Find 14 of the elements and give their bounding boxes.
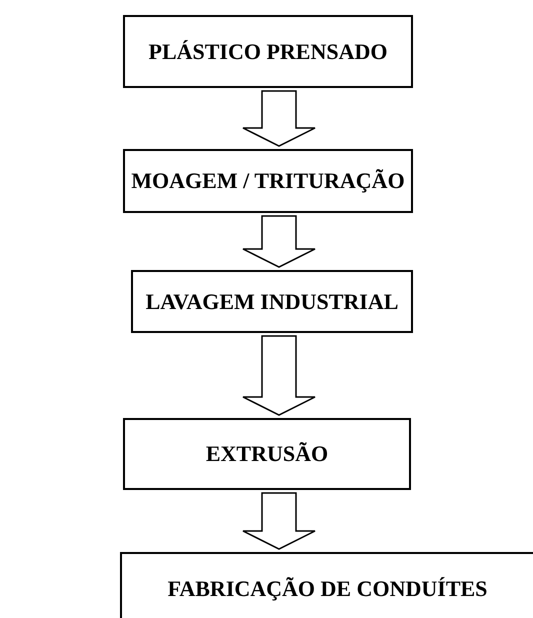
process-box [123, 15, 413, 88]
process-box [120, 552, 533, 618]
block-arrow [242, 335, 316, 416]
step-label: PLÁSTICO PRENSADO [148, 38, 388, 64]
process-box [123, 149, 413, 213]
step-label: FABRICAÇÃO DE CONDUÍTES [168, 576, 488, 602]
step-label: LAVAGEM INDUSTRIAL [146, 288, 398, 314]
step-label: MOAGEM / TRITURAÇÃO [131, 168, 405, 194]
block-arrow [242, 215, 316, 268]
process-box [131, 270, 413, 333]
process-box [123, 418, 411, 490]
step-label: EXTRUSÃO [206, 441, 328, 467]
block-arrow [242, 492, 316, 550]
block-arrow [242, 90, 316, 147]
